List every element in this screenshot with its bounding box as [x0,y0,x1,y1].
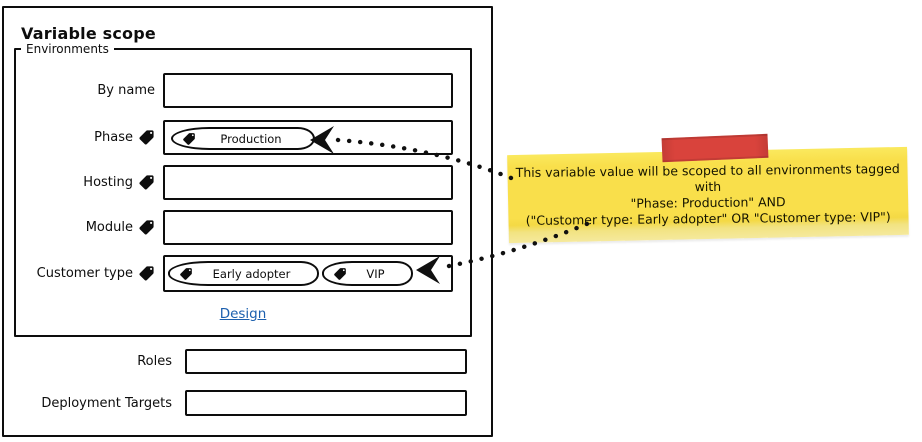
module-label: Module [20,217,155,237]
hosting-input[interactable] [163,165,453,200]
by-name-input[interactable] [163,73,453,108]
phase-label: Phase [20,127,155,147]
environments-legend: Environments [26,42,109,56]
window-title: Variable scope [21,24,156,43]
tag-icon [334,267,346,280]
tag-icon [180,267,192,280]
tag-icon [139,265,154,281]
roles-input[interactable] [185,349,467,374]
deployment-targets-label-text: Deployment Targets [41,395,172,411]
module-label-text: Module [85,219,133,235]
deployment-targets-label: Deployment Targets [10,393,172,413]
sticky-note-text: This variable value will be scoped to al… [512,161,905,229]
phase-label-text: Phase [94,129,133,145]
customer-type-chip-vip[interactable]: VIP [322,261,413,286]
phase-chip-production[interactable]: Production [171,127,315,150]
tag-icon [139,129,154,145]
deployment-targets-input[interactable] [185,390,467,416]
customer-type-label: Customer type [5,263,155,283]
tag-icon [183,132,195,145]
by-name-label-text: By name [97,82,155,98]
roles-label-text: Roles [137,353,172,369]
design-link-row: Design [14,306,472,322]
chip-label: Early adopter [212,266,291,281]
customer-type-label-text: Customer type [36,265,133,281]
chip-label: Production [220,131,282,146]
design-link[interactable]: Design [219,306,267,322]
tape-icon [661,133,769,163]
tag-icon [139,174,154,190]
tag-icon [139,219,154,235]
hosting-label-text: Hosting [83,174,133,190]
chip-label: VIP [366,266,385,281]
roles-label: Roles [40,351,172,371]
note-line-1: This variable value will be scoped to al… [515,160,900,195]
module-input[interactable] [163,210,453,245]
customer-type-chip-early-adopter[interactable]: Early adopter [168,261,319,286]
by-name-label: By name [20,80,155,100]
hosting-label: Hosting [20,172,155,192]
